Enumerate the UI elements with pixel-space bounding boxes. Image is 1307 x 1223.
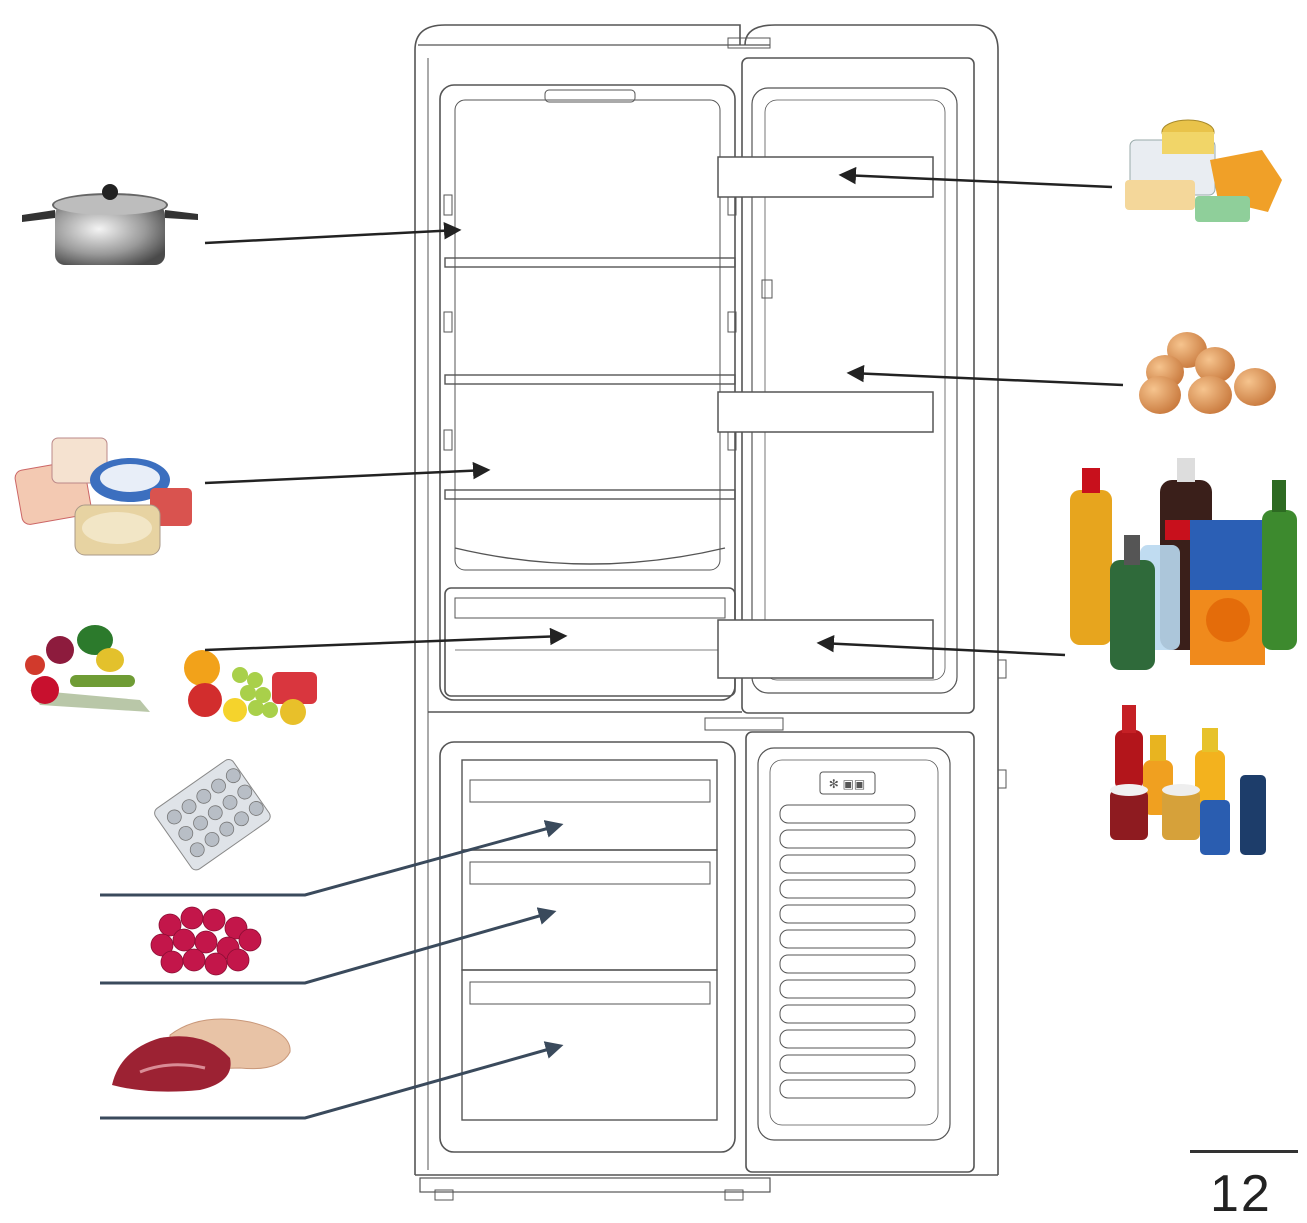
refrigerator: ✻ ▣▣: [414, 24, 1007, 1201]
glass-shelves: [444, 257, 736, 565]
freezer-drawers: [461, 759, 718, 1121]
arrow-beverages-to-bottom-bin: [816, 634, 1066, 657]
arrow-pot-to-top-shelf: [204, 221, 462, 245]
door-bins: [717, 156, 934, 679]
cooking-pot-icon: [22, 184, 198, 265]
condiments-icon: [1110, 705, 1266, 855]
eggs-icon: [1139, 332, 1276, 414]
fruit-icon: [184, 650, 317, 725]
arrow-meat-to-freezer-drawer-3: [100, 1041, 564, 1120]
arrow-ice-to-freezer-drawer-1: [100, 820, 564, 897]
freezer-door-ribs: [779, 804, 916, 1099]
dairy-icon: [1125, 119, 1282, 222]
arrow-eggs-to-door: [846, 364, 1124, 387]
vegetables-icon: [25, 625, 150, 712]
arrow-berries-to-freezer-drawer-2: [100, 907, 557, 985]
page-number-rule: [1190, 1150, 1298, 1153]
freezer-compartment: [439, 741, 736, 1153]
freezer-door: [745, 731, 975, 1173]
arrow-prepared-to-middle-shelf: [204, 461, 491, 485]
storage-arrows: [100, 166, 1124, 1120]
svg-text:✻ ▣▣: ✻ ▣▣: [829, 777, 866, 791]
ice-tray-icon: [154, 759, 271, 871]
prepared-food-icon: [14, 437, 192, 556]
page-number: 12: [1210, 1165, 1272, 1223]
arrow-dairy-to-top-bin: [838, 166, 1113, 189]
arrow-produce-to-crisper: [204, 627, 568, 652]
berries-icon: [150, 906, 262, 976]
beverages-icon: [1070, 458, 1297, 670]
fridge-compartment: [439, 84, 736, 701]
meat-icon: [112, 1018, 291, 1092]
fridge-door: [741, 57, 975, 714]
crisper-drawer: [444, 587, 736, 697]
